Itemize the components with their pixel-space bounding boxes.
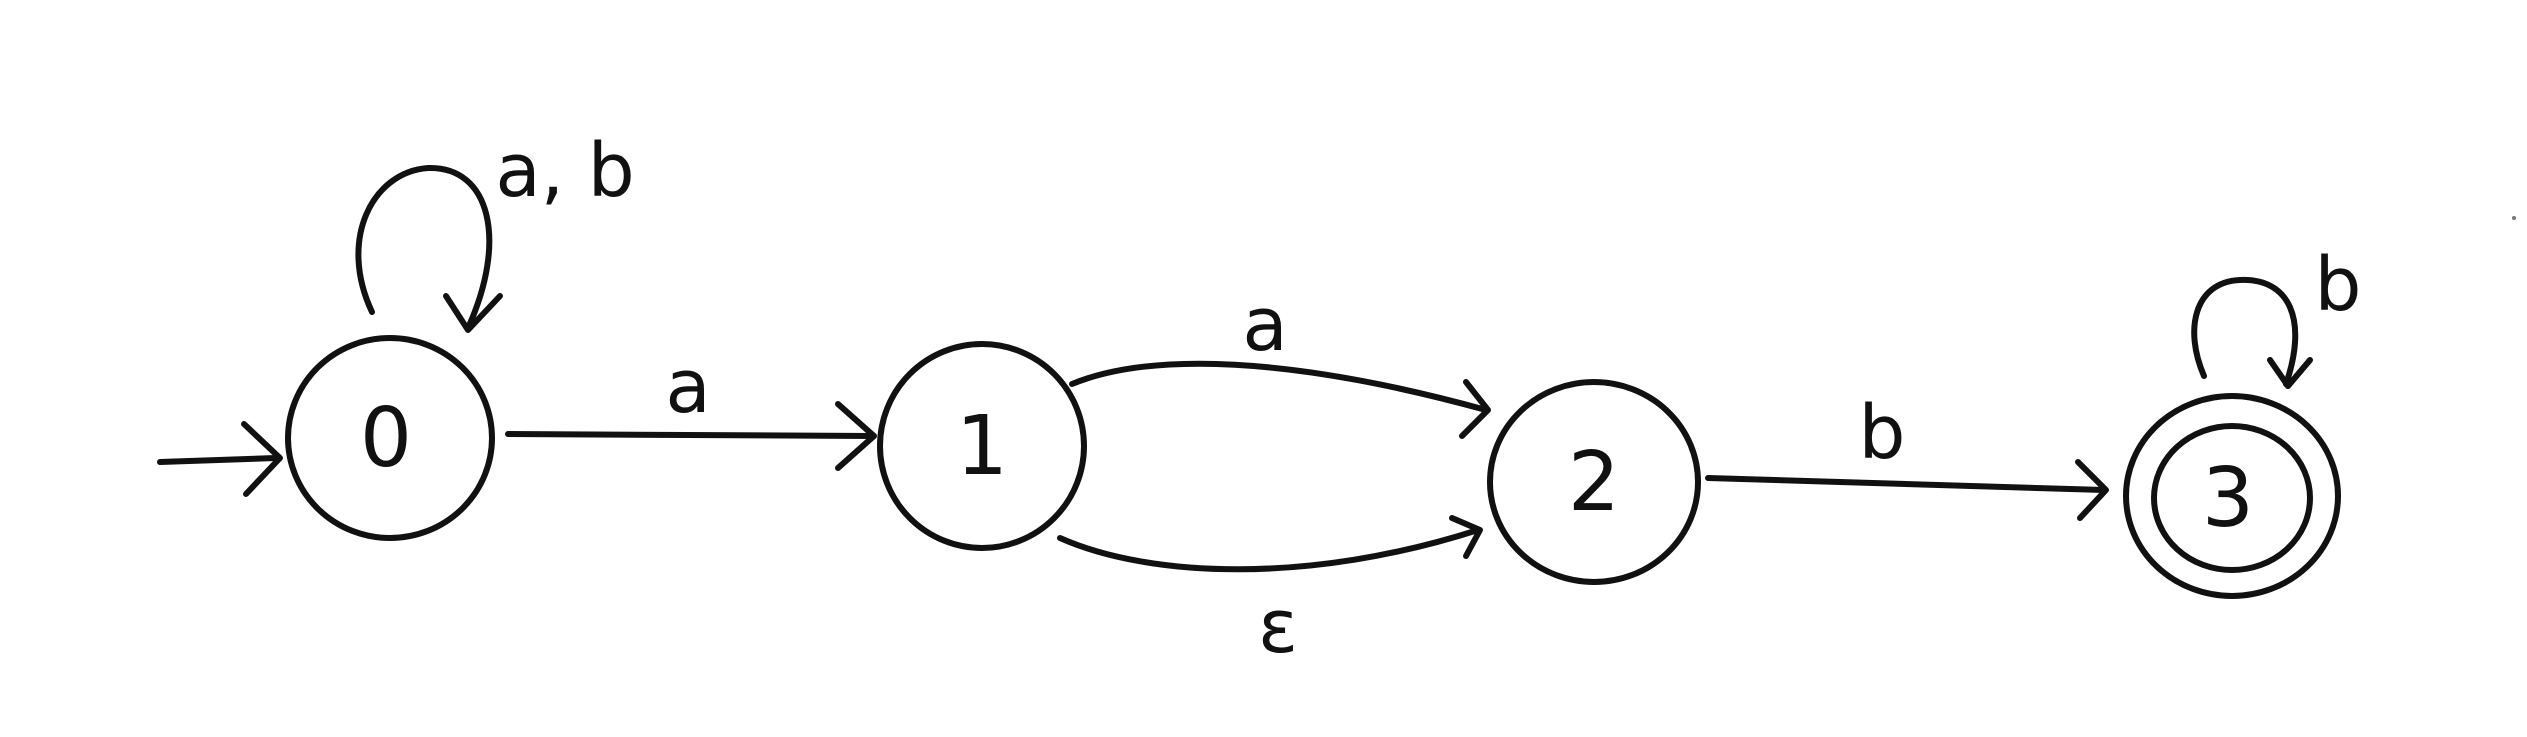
state-0-label: 0 (360, 391, 412, 486)
state-1-label: 1 (956, 399, 1008, 494)
edge-1-2-upper-label: a (1242, 282, 1287, 368)
edge-1-2-upper: a (1069, 282, 1491, 439)
state-1: 1 (877, 341, 1087, 551)
edge-0-1-label: a (665, 344, 710, 430)
state-2-circle (1487, 379, 1701, 585)
state-3-outer-circle (2123, 393, 2341, 599)
state-0: 0 (285, 335, 495, 541)
state-1-circle (877, 341, 1087, 551)
state-0-circle (285, 335, 495, 541)
stray-mark (2512, 216, 2516, 220)
state-3: 3 (2123, 393, 2341, 599)
self-loop-0: a, b (355, 128, 635, 333)
loop-0-label: a, b (495, 128, 634, 214)
edge-0-1: a (505, 344, 877, 471)
edge-1-2-lower-label: ε (1258, 584, 1298, 670)
state-2: 2 (1487, 379, 1701, 585)
edge-2-3: b (1705, 390, 2109, 521)
loop-3-label: b (2315, 242, 2362, 328)
start-arrow (157, 421, 283, 497)
edge-1-2-lower: ε (1057, 515, 1483, 670)
state-3-inner-circle (2151, 423, 2313, 573)
state-3-label: 3 (2202, 451, 2254, 546)
self-loop-3: b (2191, 242, 2362, 389)
state-2-label: 2 (1568, 435, 1620, 530)
edge-2-3-label: b (1859, 390, 1906, 476)
